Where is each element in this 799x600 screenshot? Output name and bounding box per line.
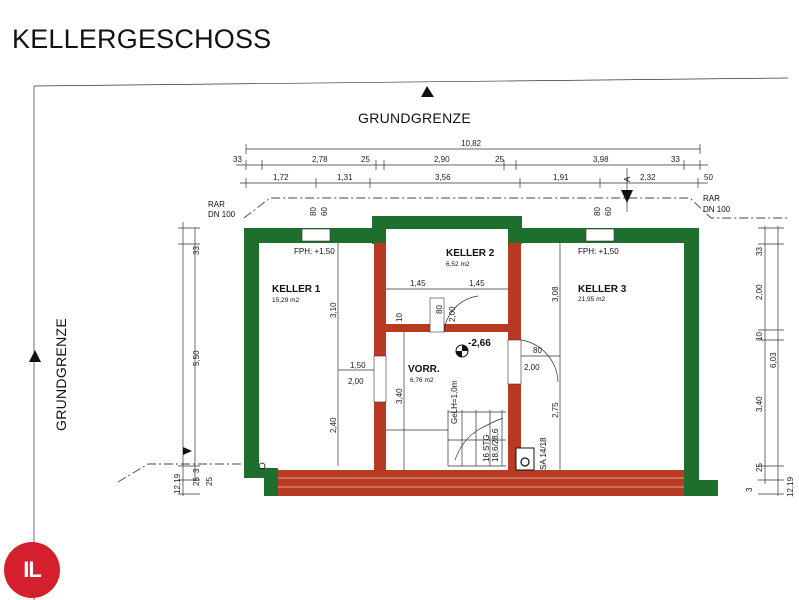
svg-text:10: 10 [395, 313, 404, 322]
fph-right: FPH: +1,50 [578, 247, 619, 256]
floor-drain-icon [258, 462, 266, 470]
door-keller3 [507, 339, 522, 385]
svg-text:25: 25 [495, 155, 504, 164]
inner-dimensions: 80 60 80 60 1,45 1,45 80 2,00 10 3,10 2,… [309, 207, 613, 470]
svg-text:25: 25 [192, 477, 201, 486]
svg-text:25: 25 [361, 155, 370, 164]
svg-text:80: 80 [593, 207, 602, 216]
window-keller1 [301, 228, 331, 242]
door-swing-keller2 [443, 295, 479, 333]
boundary-marker-top [421, 86, 434, 97]
svg-text:12,19: 12,19 [173, 473, 182, 494]
svg-text:3,98: 3,98 [593, 155, 609, 164]
svg-text:3: 3 [192, 468, 201, 473]
dim-chain-top: 10,82 33 2,78 25 2,90 25 3,98 33 1,72 1,… [233, 139, 713, 188]
door-keller2 [429, 297, 445, 333]
svg-text:33: 33 [671, 155, 680, 164]
svg-text:1,91: 1,91 [553, 173, 569, 182]
svg-text:60: 60 [604, 207, 613, 216]
svg-text:80: 80 [309, 207, 318, 216]
svg-text:1,45: 1,45 [410, 279, 426, 288]
room-keller3-area: 21,95 m2 [578, 296, 605, 303]
svg-text:25: 25 [755, 463, 764, 472]
svg-text:80: 80 [533, 346, 542, 355]
svg-text:33: 33 [233, 155, 242, 164]
svg-text:2,00: 2,00 [348, 377, 364, 386]
svg-text:80: 80 [435, 305, 444, 314]
svg-text:3,40: 3,40 [755, 396, 764, 412]
svg-text:10,82: 10,82 [461, 139, 482, 148]
brand-logo: IL [4, 542, 60, 598]
svg-text:1,45: 1,45 [469, 279, 485, 288]
svg-text:3,08: 3,08 [551, 286, 560, 302]
level-label: -2,66 [468, 338, 491, 349]
svg-text:12,19: 12,19 [786, 476, 795, 497]
drain-line-top [243, 197, 788, 219]
svg-text:2,00: 2,00 [755, 284, 764, 300]
dn-right: DN 100 [703, 205, 731, 214]
sa-label: SA 14/18 [539, 437, 548, 470]
page-title: KELLERGESCHOSS [12, 24, 272, 54]
door-swing-keller3 [520, 339, 559, 383]
section-arrow [621, 190, 633, 203]
inner-walls [278, 243, 684, 496]
svg-text:2,90: 2,90 [434, 155, 450, 164]
stairs-ratio: 18,6/28,6 [491, 428, 500, 462]
room-keller1-area: 15,29 m2 [272, 297, 299, 304]
stairs-steps: 16 STG [482, 434, 491, 462]
svg-text:1,50: 1,50 [350, 361, 366, 370]
drain-line-bottom [117, 463, 247, 483]
level-marker [455, 344, 469, 358]
svg-text:3,40: 3,40 [395, 388, 404, 404]
svg-text:50: 50 [704, 173, 713, 182]
room-keller2-area: 6,52 m2 [446, 261, 470, 268]
rar-right: RAR [703, 194, 720, 203]
svg-text:10: 10 [755, 332, 764, 341]
sump-icon [515, 447, 535, 471]
svg-text:1,31: 1,31 [337, 173, 353, 182]
svg-text:3: 3 [745, 487, 754, 492]
dn-left: DN 100 [208, 210, 236, 219]
svg-text:2,40: 2,40 [329, 417, 338, 433]
opening-keller1 [373, 355, 387, 403]
svg-text:3,10: 3,10 [329, 302, 338, 318]
inner-wall-hatching [278, 477, 684, 488]
svg-text:25: 25 [205, 477, 214, 486]
dim-chain-left: 33 5,50 12,19 3 25 25 [173, 222, 214, 496]
room-vorr-area: 6,76 m2 [410, 377, 434, 384]
dim-chain-right: 33 2,00 10 6,03 3,40 25 3 12,19 [745, 226, 795, 497]
room-keller1-name: KELLER 1 [272, 284, 321, 295]
stairs [447, 410, 506, 467]
svg-text:2,32: 2,32 [640, 173, 656, 182]
boundary-label-top: GRUNDGRENZE [358, 110, 471, 126]
svg-text:3,56: 3,56 [435, 173, 451, 182]
plot-boundary-top [33, 77, 789, 87]
window-keller3 [585, 228, 615, 242]
svg-text:60: 60 [320, 207, 329, 216]
svg-text:2,78: 2,78 [312, 155, 328, 164]
room-vorr-name: VORR. [408, 364, 440, 375]
stairs-height: GeLH=1,0m [450, 380, 459, 424]
room-keller2-name: KELLER 2 [446, 248, 495, 259]
svg-text:6,03: 6,03 [769, 352, 778, 368]
boundary-label-left: GRUNDGRENZE [53, 318, 69, 431]
boundary-marker-left [29, 350, 41, 362]
svg-text:2,75: 2,75 [551, 402, 560, 418]
svg-text:5,50: 5,50 [192, 350, 201, 366]
svg-text:1,72: 1,72 [273, 173, 289, 182]
section-marker: A [623, 176, 632, 182]
svg-text:2,00: 2,00 [524, 363, 540, 372]
fph-left: FPH: +1,50 [294, 247, 335, 256]
svg-text:33: 33 [755, 247, 764, 256]
rar-left: RAR [208, 200, 225, 209]
svg-text:2,00: 2,00 [448, 306, 457, 322]
svg-text:33: 33 [192, 246, 201, 255]
room-keller3-name: KELLER 3 [578, 284, 627, 295]
